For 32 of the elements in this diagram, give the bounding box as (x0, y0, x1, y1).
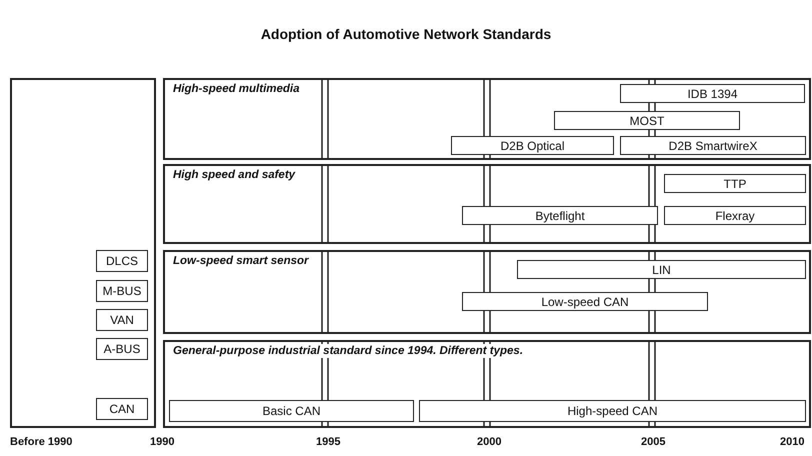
year-label: 1990 (150, 436, 174, 448)
year-label: 1995 (316, 436, 340, 448)
standard-bar: LIN (517, 260, 806, 279)
standard-bar: CAN (96, 398, 148, 420)
side-panel (10, 78, 156, 428)
category-heading: Low-speed smart sensor (171, 254, 310, 268)
standard-bar: Basic CAN (169, 400, 414, 422)
standard-bar: A-BUS (96, 338, 148, 360)
chart-title: Adoption of Automotive Network Standards (260, 26, 552, 42)
standard-bar: High-speed CAN (419, 400, 806, 422)
year-label: 2010 (780, 436, 804, 448)
standard-bar: Low-speed CAN (462, 292, 708, 311)
year-label: 2005 (641, 436, 666, 448)
year-label: 2000 (477, 436, 502, 448)
standard-bar: D2B SmartwireX (620, 136, 806, 155)
standard-bar: Flexray (664, 206, 806, 225)
category-band (163, 164, 811, 244)
category-band (163, 78, 811, 160)
standard-bar: Byteflight (462, 206, 658, 225)
standard-bar: DLCS (96, 250, 148, 272)
category-heading: High speed and safety (171, 168, 298, 182)
standard-bar: D2B Optical (451, 136, 614, 155)
standard-bar: M-BUS (96, 280, 148, 302)
standard-bar: IDB 1394 (620, 84, 805, 103)
standard-bar: MOST (554, 111, 740, 130)
category-band (163, 340, 811, 428)
standard-bar: TTP (664, 174, 806, 193)
category-band (163, 250, 811, 334)
category-heading: High-speed multimedia (171, 82, 302, 96)
year-label: Before 1990 (10, 436, 72, 448)
category-heading: General-purpose industrial standard since 1994. Different types. (171, 344, 526, 358)
standard-bar: VAN (96, 309, 148, 331)
